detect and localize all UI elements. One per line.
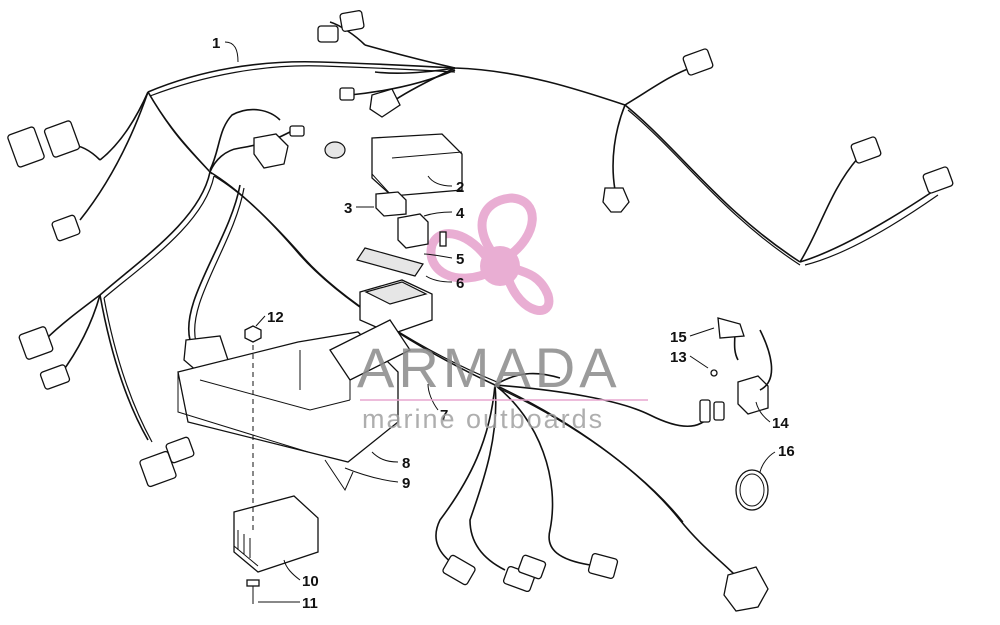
callout-6: 6 — [456, 275, 464, 292]
callout-11: 11 — [302, 595, 318, 612]
callout-12: 12 — [267, 309, 284, 326]
callout-13: 13 — [670, 349, 687, 366]
nut — [244, 325, 262, 343]
callout-4: 4 — [456, 205, 465, 222]
electrical-tray — [177, 319, 411, 492]
voltage-regulator — [233, 495, 319, 573]
callout-5: 5 — [456, 251, 464, 268]
propeller-logo-icon — [426, 193, 554, 315]
main-harness — [44, 21, 939, 576]
fuse-strip — [356, 247, 424, 277]
hose-clamp — [735, 469, 769, 511]
fuse-block — [359, 279, 433, 335]
fuse-box-cover — [371, 133, 463, 197]
watermark-tagline: marine outboards — [362, 404, 604, 434]
callout-3: 3 — [344, 200, 352, 217]
callout-9: 9 — [402, 475, 410, 492]
mounting-screw — [246, 579, 260, 604]
callout-16: 16 — [778, 443, 795, 460]
callout-14: 14 — [772, 415, 789, 432]
harness-connectors — [7, 10, 954, 612]
callout-10: 10 — [302, 573, 319, 590]
ignition-coil — [699, 321, 773, 423]
callout-8: 8 — [402, 455, 410, 472]
callout-leaders — [224, 41, 776, 603]
screw-13 — [710, 369, 718, 377]
watermark-brand: ARMADA — [357, 336, 621, 399]
callout-2: 2 — [456, 179, 464, 196]
callout-7: 7 — [440, 407, 448, 424]
spark-plug-boot — [717, 317, 745, 339]
mini-relay — [375, 191, 407, 217]
callout-15: 15 — [670, 329, 687, 346]
callout-1: 1 — [212, 35, 220, 52]
relay — [397, 213, 447, 249]
